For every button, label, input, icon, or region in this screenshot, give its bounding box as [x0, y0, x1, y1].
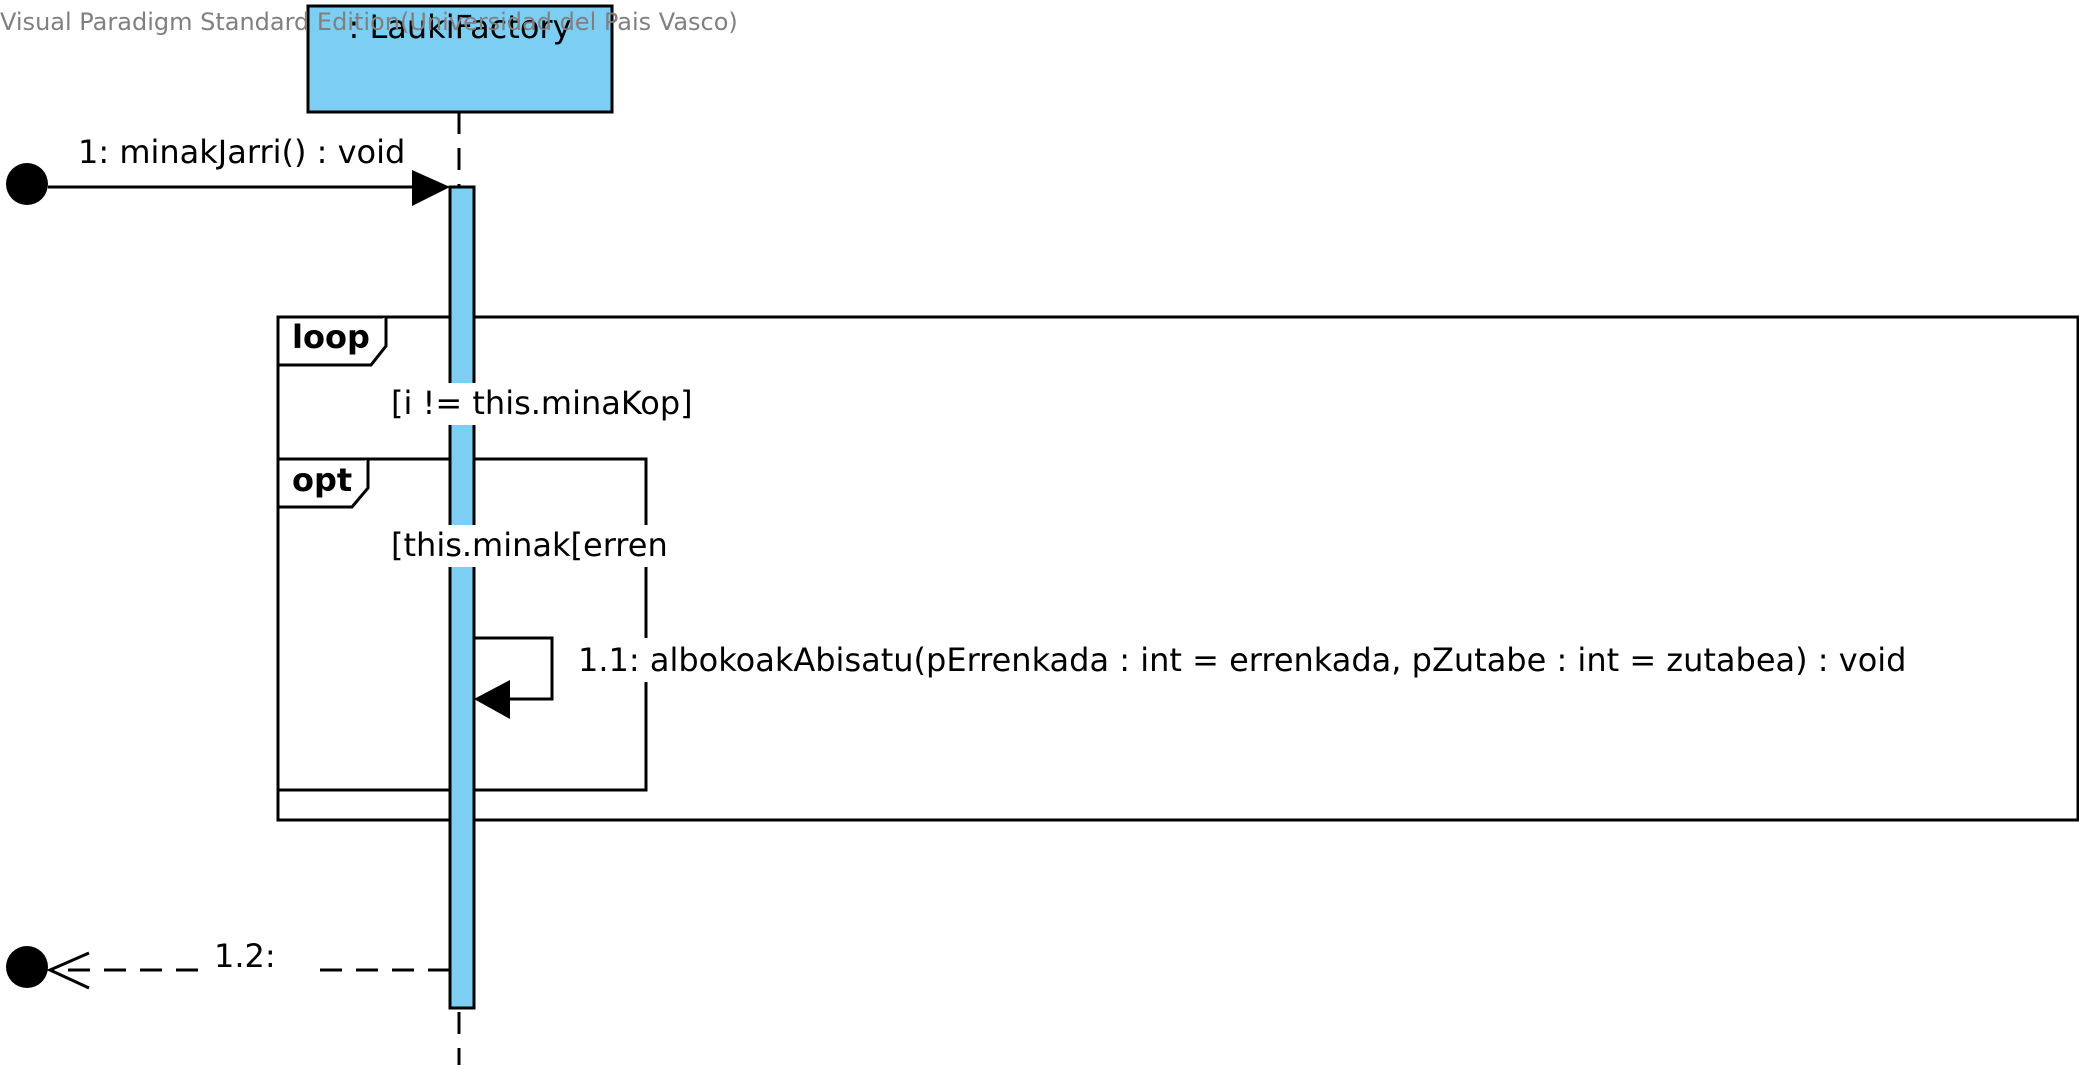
return-message-label-bg	[206, 936, 316, 986]
self-message-arrowhead	[474, 680, 510, 719]
self-message-line[interactable]	[474, 636, 554, 701]
lost-message-end-dot	[6, 946, 48, 988]
lifeline-name: : LaukiFactory	[349, 8, 572, 46]
watermark: Visual Paradigm Standard Edition(Univers…	[0, 8, 738, 36]
return-message-label: 1.2:	[214, 937, 276, 975]
loop-operator-tab	[278, 317, 388, 367]
self-message-label: 1.1: albokoakAbisatu(pErrenkada : int = …	[578, 641, 1906, 679]
opt-guard: [this.minak[erren	[391, 526, 668, 564]
opt-operator-label: opt	[292, 461, 352, 499]
call-message-arrowhead	[412, 170, 450, 206]
found-message-start-dot	[6, 163, 48, 205]
self-message-label-bg	[572, 638, 1962, 682]
return-message-arrowhead	[46, 951, 90, 990]
activation-bar[interactable]	[448, 185, 476, 1010]
loop-guard-bg	[390, 383, 705, 425]
opt-operator-tab	[278, 459, 370, 509]
loop-guard: [i != this.minaKop]	[391, 384, 693, 422]
opt-guard-bg	[390, 525, 680, 567]
lifeline-head[interactable]	[306, 4, 614, 114]
loop-operator-label: loop	[292, 318, 370, 356]
call-message-label: 1: minakJarri() : void	[78, 133, 405, 171]
